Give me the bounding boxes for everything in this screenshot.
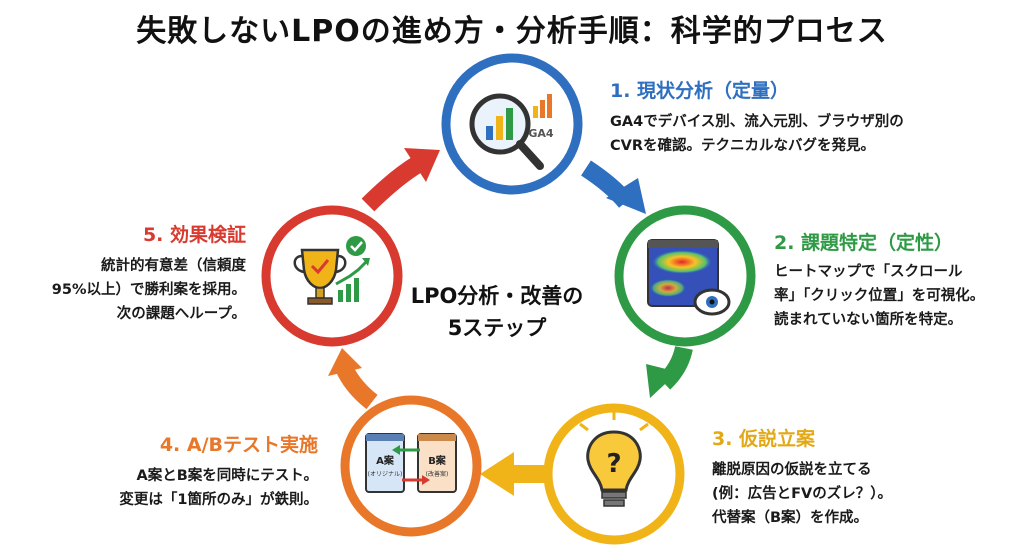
step-1-node: GA4 [441,53,583,195]
step-1-heading: 1. 現状分析（定量） [610,80,790,102]
arrow-3-to-4-head [480,452,514,496]
lightbulb-question-icon: ? [579,412,649,507]
step-4-heading: 4. A/Bテスト実施 [159,434,318,456]
step-4-node: A案 (オリジナル) B案 (改善案) [340,395,482,537]
arrow-5-to-1-head [404,148,440,182]
ab-sub-b: (改善案) [426,470,449,478]
heatmap-eye-icon [647,239,731,316]
step-1-description: GA4でデバイス別、流入元別、ブラウザ別の CVRを確認。テクニカルなバグを発見… [610,114,904,154]
center-label: LPO分析・改善の 5ステップ [392,280,602,344]
center-label-line-2: 5ステップ [447,316,547,340]
ab-test-icon: A案 (オリジナル) B案 (改善案) [365,433,457,493]
page-title: 失敗しないLPOの進め方・分析手順：科学的プロセス [136,14,888,49]
step-4-description: A案とB案を同時にテスト。 変更は「1箇所のみ」が鉄則。 [119,468,318,508]
step-3-description: 離脱原因の仮説を立てる (例：広告とFVのズレ？）。 代替案（B案）を作成。 [712,462,893,526]
step-3-heading: 3. 仮説立案 [712,428,816,450]
ab-label-a: A案 [376,454,395,467]
arrow-4-to-5 [336,365,378,410]
ab-label-b: B案 [428,454,447,467]
arrow-2-to-3-head [646,364,678,398]
arrow-4-to-5-head [328,348,362,376]
step-5-heading: 5. 効果検証 [142,224,246,246]
step-2-description: ヒートマップで「スクロール 率」「クリック位置」を可視化。 読まれていない箇所を… [774,264,985,328]
step-5-node [261,205,403,347]
step-5-description: 統計的有意差（信頼度 95%以上）で勝利案を採用。 次の課題へループ。 [51,258,246,322]
step-2-heading: 2. 課題特定（定性） [774,232,954,254]
step-2-node [614,205,756,347]
step-3-node: ? [543,403,685,545]
arrow-1-to-2-head [606,178,646,214]
ga4-label: GA4 [528,127,554,140]
trophy-chart-icon [293,236,370,305]
arrow-5-to-1 [361,156,423,212]
center-label-line-1: LPO分析・改善の [410,284,584,308]
svg-text:?: ? [606,449,621,479]
magnifier-chart-icon: GA4 [469,93,554,170]
ab-sub-a: (オリジナル) [368,471,403,478]
